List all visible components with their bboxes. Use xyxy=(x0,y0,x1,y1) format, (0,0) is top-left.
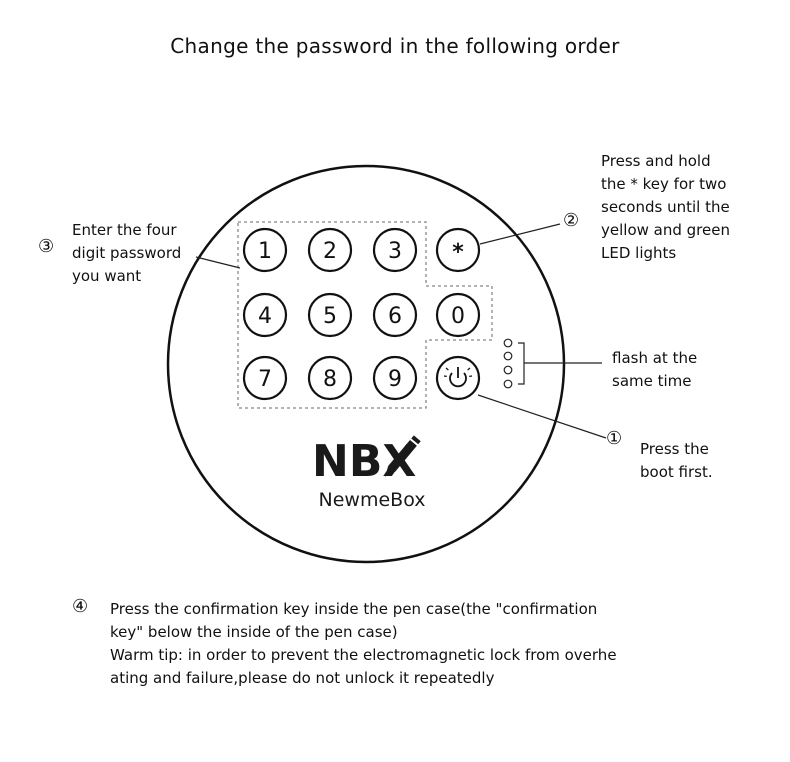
leader-step-3 xyxy=(195,256,241,269)
key-8-label: 8 xyxy=(323,367,337,392)
pencil-icon xyxy=(385,435,421,477)
key-3-label: 3 xyxy=(388,239,402,264)
key-7-label: 7 xyxy=(258,367,272,392)
led-1 xyxy=(503,338,513,348)
digit-keys-outline xyxy=(237,221,493,409)
key-2[interactable]: 2 xyxy=(307,227,353,273)
step-3-line-3: you want xyxy=(72,267,142,285)
key-4[interactable]: 4 xyxy=(242,292,288,338)
step-1-marker: ① xyxy=(606,428,623,449)
step-3-marker: ③ xyxy=(38,236,55,257)
led-3 xyxy=(503,365,513,375)
step-2-line-5: LED lights xyxy=(601,244,677,262)
leader-step-2 xyxy=(479,223,561,245)
led-bracket xyxy=(518,342,602,385)
led-2 xyxy=(503,351,513,361)
step-4-line-1: Press the confirmation key inside the pe… xyxy=(110,600,598,618)
key-8[interactable]: 8 xyxy=(307,355,353,401)
step-4-line-2: key" below the inside of the pen case) xyxy=(110,623,398,641)
flash-note: flash at the same time xyxy=(612,347,697,393)
key-0[interactable]: 0 xyxy=(435,292,481,338)
leader-step-1 xyxy=(477,394,607,439)
key-1-label: 1 xyxy=(258,239,272,264)
key-6-label: 6 xyxy=(388,304,402,329)
step-2-text: Press and hold the * key for two seconds… xyxy=(601,150,730,265)
led-4 xyxy=(503,379,513,389)
flash-line-2: same time xyxy=(612,372,692,390)
step-4-line-4: ating and failure,please do not unlock i… xyxy=(110,669,495,687)
step-3-line-1: Enter the four xyxy=(72,221,177,239)
key-5[interactable]: 5 xyxy=(307,292,353,338)
led-indicators xyxy=(503,338,513,389)
step-1-line-1: Press the xyxy=(640,440,709,458)
key-9-label: 9 xyxy=(388,367,402,392)
step-2-line-3: seconds until the xyxy=(601,198,730,216)
step-3-line-2: digit password xyxy=(72,244,182,262)
key-9[interactable]: 9 xyxy=(372,355,418,401)
lock-panel-outline xyxy=(166,164,566,564)
key-4-label: 4 xyxy=(258,304,272,329)
flash-line-1: flash at the xyxy=(612,349,698,367)
step-3-text: Enter the four digit password you want xyxy=(72,219,181,288)
step-2-marker: ② xyxy=(563,210,580,231)
power-icon xyxy=(443,367,473,388)
power-key[interactable] xyxy=(435,355,481,401)
step-1-text: Press the boot first. xyxy=(640,438,713,484)
star-key-label: * xyxy=(452,240,464,265)
step-4-marker: ④ xyxy=(72,596,89,617)
star-key[interactable]: * xyxy=(435,227,481,273)
key-7[interactable]: 7 xyxy=(242,355,288,401)
key-1[interactable]: 1 xyxy=(242,227,288,273)
step-2-line-2: the * key for two xyxy=(601,175,727,193)
step-1-line-2: boot first. xyxy=(640,463,713,481)
brand-name: NewmeBox xyxy=(319,489,426,511)
key-0-label: 0 xyxy=(451,304,465,329)
key-6[interactable]: 6 xyxy=(372,292,418,338)
step-4-line-3: Warm tip: in order to prevent the electr… xyxy=(110,646,617,664)
step-2-line-1: Press and hold xyxy=(601,152,711,170)
keypad: 1 2 3 * 4 5 6 0 7 8 9 xyxy=(242,227,481,401)
key-2-label: 2 xyxy=(323,239,337,264)
key-5-label: 5 xyxy=(323,304,337,329)
step-2-line-4: yellow and green xyxy=(601,221,730,239)
key-3[interactable]: 3 xyxy=(372,227,418,273)
page-title: Change the password in the following ord… xyxy=(170,34,620,58)
